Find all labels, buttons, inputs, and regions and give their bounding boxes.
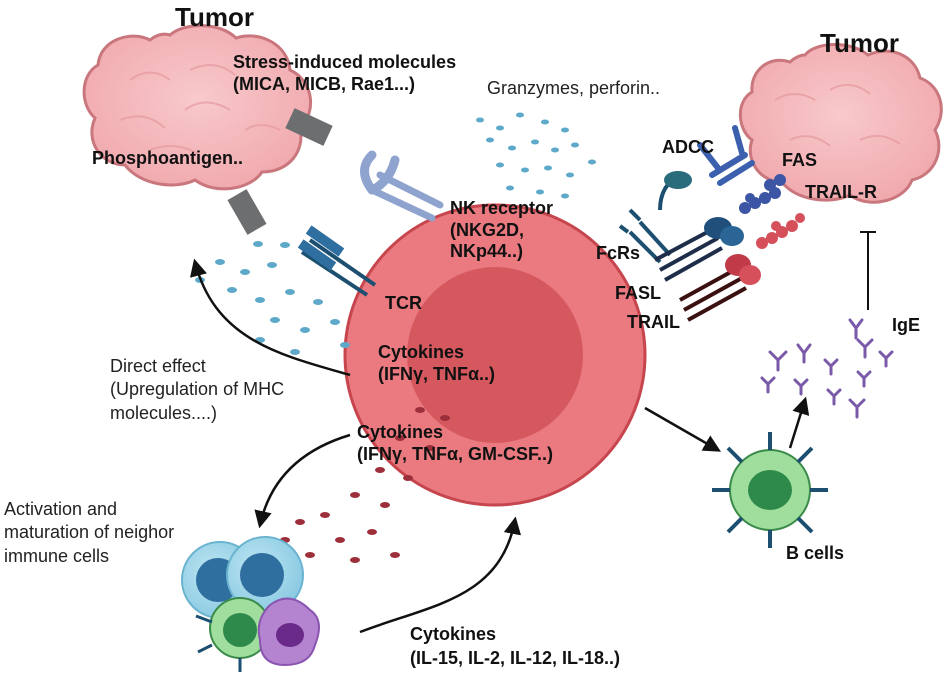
- adcc-antibody-icon: [697, 125, 755, 186]
- nk-cell-icon: [343, 203, 647, 507]
- activation-label: Activation and maturation of neighor imm…: [4, 498, 174, 568]
- fcrs-label: FcRs: [596, 243, 641, 263]
- activation-line-3: immune cells: [4, 545, 110, 566]
- stress-line-2: (MICA, MICB, Rae1...): [233, 73, 416, 94]
- cyto1-line-2: (IFNγ, TNFα..): [378, 363, 496, 384]
- cytokine-granules-red: [280, 407, 450, 563]
- tumor-right-title: Tumor: [820, 28, 899, 58]
- direct-line-1: Direct effect: [110, 356, 206, 376]
- trail-icon: [679, 254, 761, 322]
- trail-label: TRAIL: [627, 312, 680, 332]
- bcells-label: B cells: [786, 543, 845, 563]
- nk-line-2: (NKG2D,: [450, 219, 525, 240]
- tumor-left-icon: [82, 24, 333, 235]
- granzymes-label: Granzymes, perforin..: [487, 78, 661, 98]
- b-cell-icon: [712, 432, 828, 548]
- fasl-icon: [654, 217, 744, 282]
- granzyme-granules: [476, 112, 596, 199]
- tcr-label: TCR: [385, 293, 422, 313]
- cytokine-granules-blue: [195, 241, 350, 355]
- cytokines-1-label: Cytokines (IFNγ, TNFα..): [378, 342, 495, 385]
- cytokines-3-label: Cytokines (IL-15, IL-2, IL-12, IL-18..): [410, 622, 620, 671]
- fas-receptor-icon: [739, 174, 786, 214]
- cyto2-line-2: (IFNγ, TNFα, GM-CSF..): [357, 443, 554, 464]
- adcc-label: ADCC: [662, 137, 714, 157]
- cyto3-line-1: Cytokines: [410, 624, 497, 644]
- ige-antibody-icon: [760, 318, 894, 419]
- nk-line-3: NKp44..): [450, 241, 524, 262]
- trail-r-icon: [756, 213, 805, 249]
- arrows: [190, 258, 810, 634]
- activation-line-2: maturation of neighor: [4, 522, 175, 543]
- stress-line-1: Stress-induced molecules: [233, 52, 457, 72]
- nk-receptor-icon: [360, 150, 444, 222]
- nk-line-1: NK receptor: [450, 198, 554, 218]
- tcr-icon: [297, 225, 377, 297]
- tumor-right-icon: [738, 43, 943, 204]
- trail-r-label: TRAIL-R: [805, 182, 877, 202]
- cytokines-2-label: Cytokines (IFNγ, TNFα, GM-CSF..): [357, 422, 553, 465]
- ige-label: IgE: [892, 315, 921, 335]
- cyto2-line-1: Cytokines: [357, 422, 444, 442]
- direct-line-3: molecules....): [110, 402, 218, 423]
- fas-label: FAS: [782, 150, 818, 170]
- tumor-left-title: Tumor: [175, 2, 254, 32]
- fasl-label: FASL: [615, 283, 662, 303]
- neighbor-immune-cells-icon: [181, 536, 320, 672]
- phosphoantigen-label: Phosphoantigen..: [92, 148, 243, 168]
- stress-molecules-label: Stress-induced molecules (MICA, MICB, Ra…: [233, 52, 456, 95]
- direct-effect-label: Direct effect (Upregulation of MHC molec…: [110, 355, 284, 425]
- fcr-icon: [618, 171, 692, 264]
- activation-line-1: Activation and: [4, 499, 118, 519]
- cyto1-line-1: Cytokines: [378, 342, 465, 362]
- cyto3-line-2: (IL-15, IL-2, IL-12, IL-18..): [410, 648, 621, 669]
- inhibition-line: [860, 231, 876, 310]
- direct-line-2: (Upregulation of MHC: [110, 379, 285, 400]
- nk-receptor-label: NK receptor (NKG2D, NKp44..): [450, 198, 553, 263]
